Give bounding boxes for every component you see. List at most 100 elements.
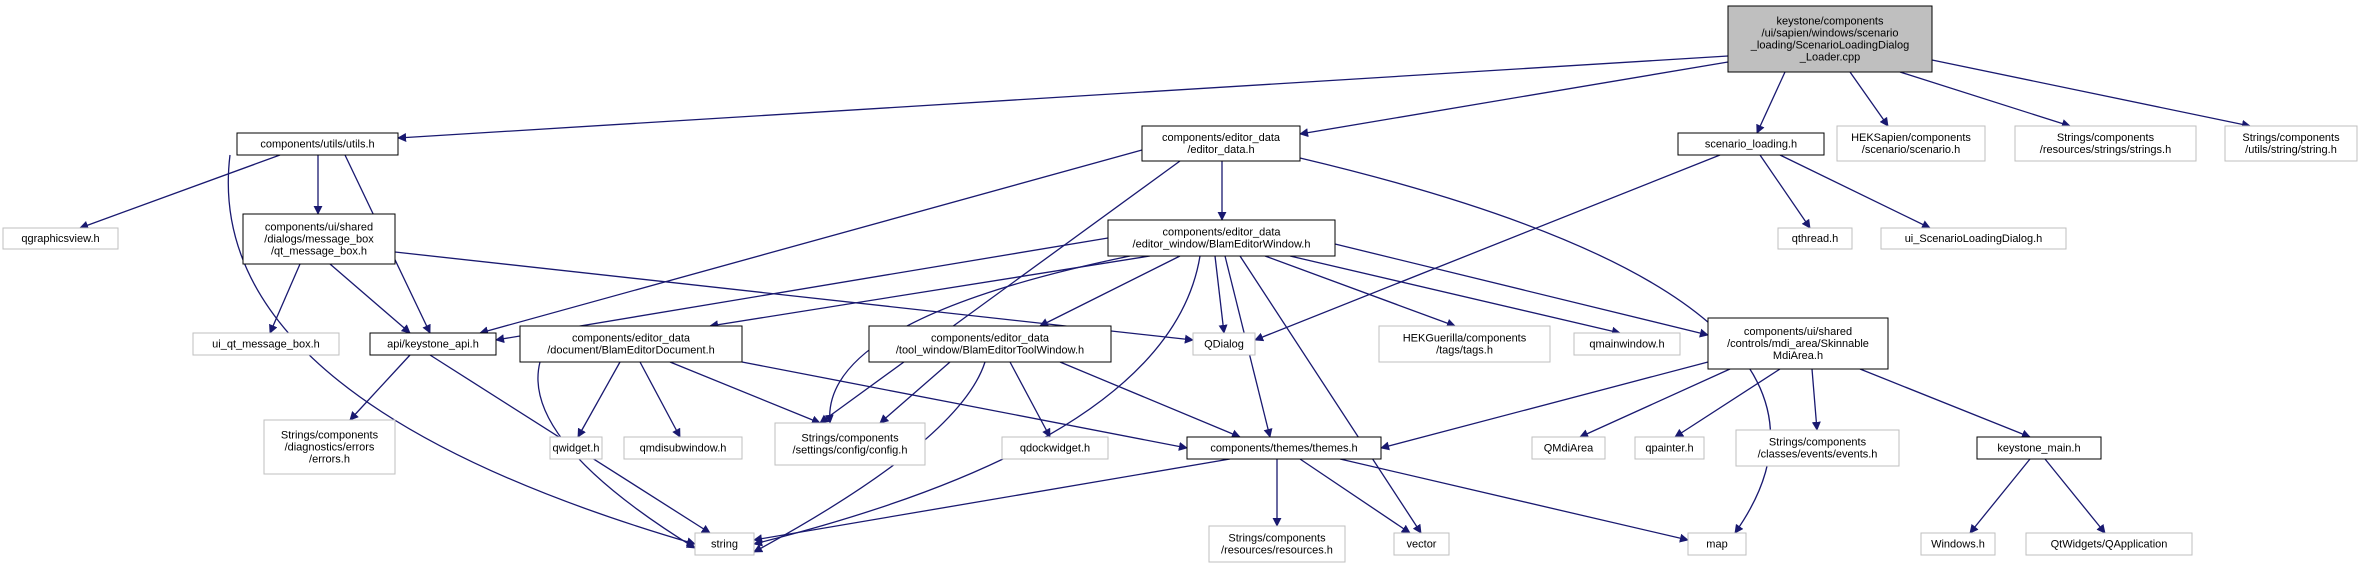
header-node[interactable]: keystone_main.h [1976,436,2102,460]
node-label: Strings/components [2057,132,2155,144]
node-label: vector [1407,539,1437,551]
external-header-node: qthread.h [1777,227,1853,250]
header-node[interactable]: components/editor_data/editor_data.h [1141,125,1301,162]
external-header-node: vector [1393,532,1450,556]
edge-n19-to-n27 [639,361,681,438]
external-header-node: ui_qt_message_box.h [192,332,340,356]
node-box [623,436,743,460]
edge-n2-to-n9 [479,149,1143,336]
external-header-node: QMdiArea [1531,436,1606,460]
edge-n3-to-n14 [1254,154,1721,342]
node-box [774,422,926,466]
edge-n0-to-n6 [1931,59,2251,129]
external-header-node: HEKSapien/components/scenario/scenario.h [1836,125,1986,162]
external-header-node: Strings/components/classes/events/events… [1735,429,1900,467]
node-box [2014,125,2197,162]
node-label: /editor_window/BlamEditorWindow.h [1133,239,1311,251]
edge-n9-to-n18 [349,354,411,421]
node-label: /resources/strings/strings.h [2040,144,2171,156]
edge-n11-to-n14 [1214,255,1228,334]
node-label: ui_qt_message_box.h [212,339,320,351]
node-box [1976,436,2102,460]
node-box [1920,532,1996,556]
edge-n20-to-n28 [1009,361,1051,438]
node-label: /resources/resources.h [1221,545,1333,557]
header-node[interactable]: components/ui/shared/controls/mdi_area/S… [1707,317,1889,370]
node-box [1634,436,1705,460]
node-box [192,332,340,356]
node-label: QDialog [1204,339,1244,351]
node-label: components/ui/shared [265,222,373,234]
edge-n0-to-n2 [1299,61,1729,138]
node-label: qgraphicsview.h [21,233,99,245]
edge-n11-to-n22 [1264,255,1456,328]
node-label: components/editor_data [1162,227,1281,239]
node-label: /editor_data.h [1187,144,1254,156]
node-box [263,419,396,475]
header-node[interactable]: scenario_loading.h [1677,132,1825,156]
edge-n11-to-n24 [1334,243,1709,338]
external-header-node: Strings/components/diagnostics/errors/er… [263,419,396,475]
node-box [1677,132,1825,156]
external-header-node: map [1687,532,1747,556]
node-label: qpainter.h [1645,443,1693,455]
node-label: /settings/config/config.h [793,445,908,457]
edge-n24-to-n32 [1811,368,1821,431]
node-label: Strings/components [801,433,899,445]
external-header-node: qmdisubwindow.h [623,436,743,460]
edge-n24-to-n30 [1579,368,1731,438]
node-label: keystone_main.h [1997,443,2080,455]
node-label: /tool_window/BlamEditorToolWindow.h [896,345,1084,357]
node-label: qmainwindow.h [1589,339,1664,351]
node-label: /diagnostics/errors [285,442,375,454]
root-file-node[interactable]: keystone/components/ui/sapien/windows/sc… [1727,5,1933,73]
node-box [694,532,755,556]
edge-n8-to-n14 [394,251,1194,344]
edge-n0-to-n3 [1756,71,1786,134]
header-node[interactable]: components/utils/utils.h [236,132,399,156]
edge-n21-to-n25 [1299,458,1411,534]
edge-n0-to-n5 [1899,71,2071,128]
node-label: components/ui/shared [1744,326,1852,338]
edge-n0-to-n1 [397,55,1729,142]
node-label: qdockwidget.h [1020,443,1090,455]
node-label: components/editor_data [931,333,1050,345]
node-box [369,332,497,356]
edge-n19-to-n26 [577,361,621,438]
header-node[interactable]: components/ui/shared/dialogs/message_box… [242,213,396,265]
node-label: ui_ScenarioLoadingDialog.h [1905,233,2043,245]
edge-n19-to-n21 [741,361,1188,451]
node-box [1531,436,1606,460]
node-label: HEKGuerilla/components [1403,333,1527,345]
node-box [2,227,119,250]
node-label: /document/BlamEditorDocument.h [547,345,715,357]
edge-n33-to-n34 [1969,458,2031,534]
header-node[interactable]: api/keystone_api.h [369,332,497,356]
node-label: /utils/string/string.h [2245,144,2337,156]
node-box [1393,532,1450,556]
header-node[interactable]: components/themes/themes.h [1186,436,1382,460]
node-label: api/keystone_api.h [387,339,479,351]
external-header-node: ui_ScenarioLoadingDialog.h [1880,227,2067,250]
node-box [1192,332,1256,356]
node-label: Strings/components [1228,533,1326,545]
node-box [236,132,399,156]
edge-n19-to-n12 [669,361,821,425]
header-node[interactable]: components/editor_data/editor_window/Bla… [1107,219,1336,257]
node-box [519,325,743,363]
node-box [2025,532,2193,556]
node-label: Strings/components [1769,437,1867,449]
node-label: qmdisubwindow.h [640,443,727,455]
node-box [1687,532,1747,556]
node-box [2224,125,2358,162]
node-box [1208,525,1346,563]
header-node[interactable]: components/editor_data/document/BlamEdit… [519,325,743,363]
header-node[interactable]: components/editor_data/tool_window/BlamE… [868,325,1112,363]
edge-n11-to-n20 [1039,255,1181,327]
external-header-node: Strings/components/resources/resources.h [1208,525,1346,563]
external-header-node: QtWidgets/QApplication [2025,532,2193,556]
edge-n1-to-n10 [227,154,696,547]
node-label: _loading/ScenarioLoadingDialog [1750,40,1909,52]
node-label: QMdiArea [1544,443,1594,455]
